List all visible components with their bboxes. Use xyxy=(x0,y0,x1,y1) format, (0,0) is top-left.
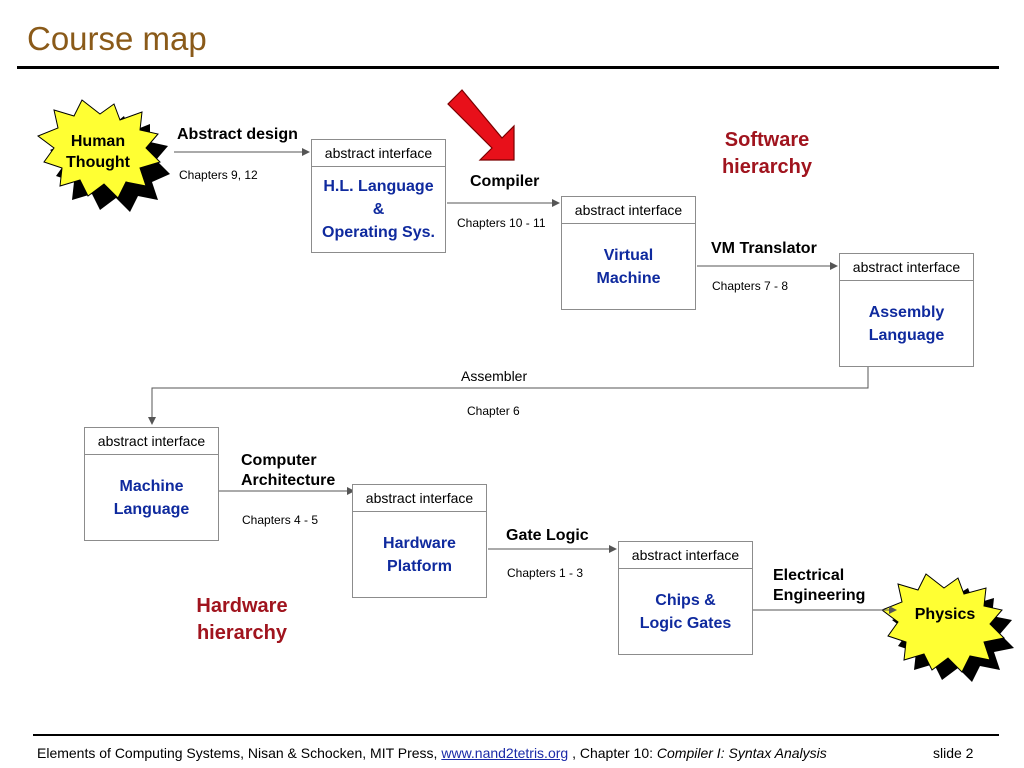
abstract-interface-label: abstract interface xyxy=(312,140,445,167)
physics-label: Physics xyxy=(914,606,976,623)
assembler-connector xyxy=(148,367,869,425)
chapter-6-label: Chapter 6 xyxy=(467,404,520,418)
compiler-highlight-arrow xyxy=(447,89,515,161)
abstract-interface-label: abstract interface xyxy=(562,197,695,224)
abstract-interface-label: abstract interface xyxy=(840,254,973,281)
abstract-interface-label: abstract interface xyxy=(619,542,752,569)
gate-logic-label: Gate Logic xyxy=(506,527,589,544)
chapters-7-8-label: Chapters 7 - 8 xyxy=(712,279,789,293)
abstract-design-label: Abstract design xyxy=(177,126,298,143)
title-divider xyxy=(17,66,999,69)
chips-logic-gates-box: abstract interface Chips &Logic Gates xyxy=(618,541,753,655)
chips-logic-gates-text: Chips &Logic Gates xyxy=(639,591,732,632)
chapters-4-5-label: Chapters 4 - 5 xyxy=(242,513,319,527)
vm-translator-label: VM Translator xyxy=(711,240,817,257)
human-thought-burst xyxy=(36,99,161,199)
physics-burst xyxy=(880,573,1006,673)
assembler-label: Assembler xyxy=(461,368,528,384)
compiler-label: Compiler xyxy=(470,173,540,190)
hll-os-box: abstract interface H.L. Language&Operati… xyxy=(311,139,446,253)
slide-number: slide 2 xyxy=(933,745,974,761)
page-title: Course map xyxy=(27,20,207,57)
chapters-9-12-label: Chapters 9, 12 xyxy=(179,168,258,182)
footer-divider xyxy=(33,734,999,736)
chapters-1-3-label: Chapters 1 - 3 xyxy=(507,566,584,580)
hll-os-text: H.L. Language&Operating Sys. xyxy=(322,178,435,241)
abstract-interface-label: abstract interface xyxy=(85,428,218,455)
footer-citation: Elements of Computing Systems, Nisan & S… xyxy=(37,745,827,761)
abstract-interface-label: abstract interface xyxy=(353,485,486,512)
nand2tetris-link[interactable]: www.nand2tetris.org xyxy=(441,745,569,761)
chapters-10-11-label: Chapters 10 - 11 xyxy=(457,216,546,230)
